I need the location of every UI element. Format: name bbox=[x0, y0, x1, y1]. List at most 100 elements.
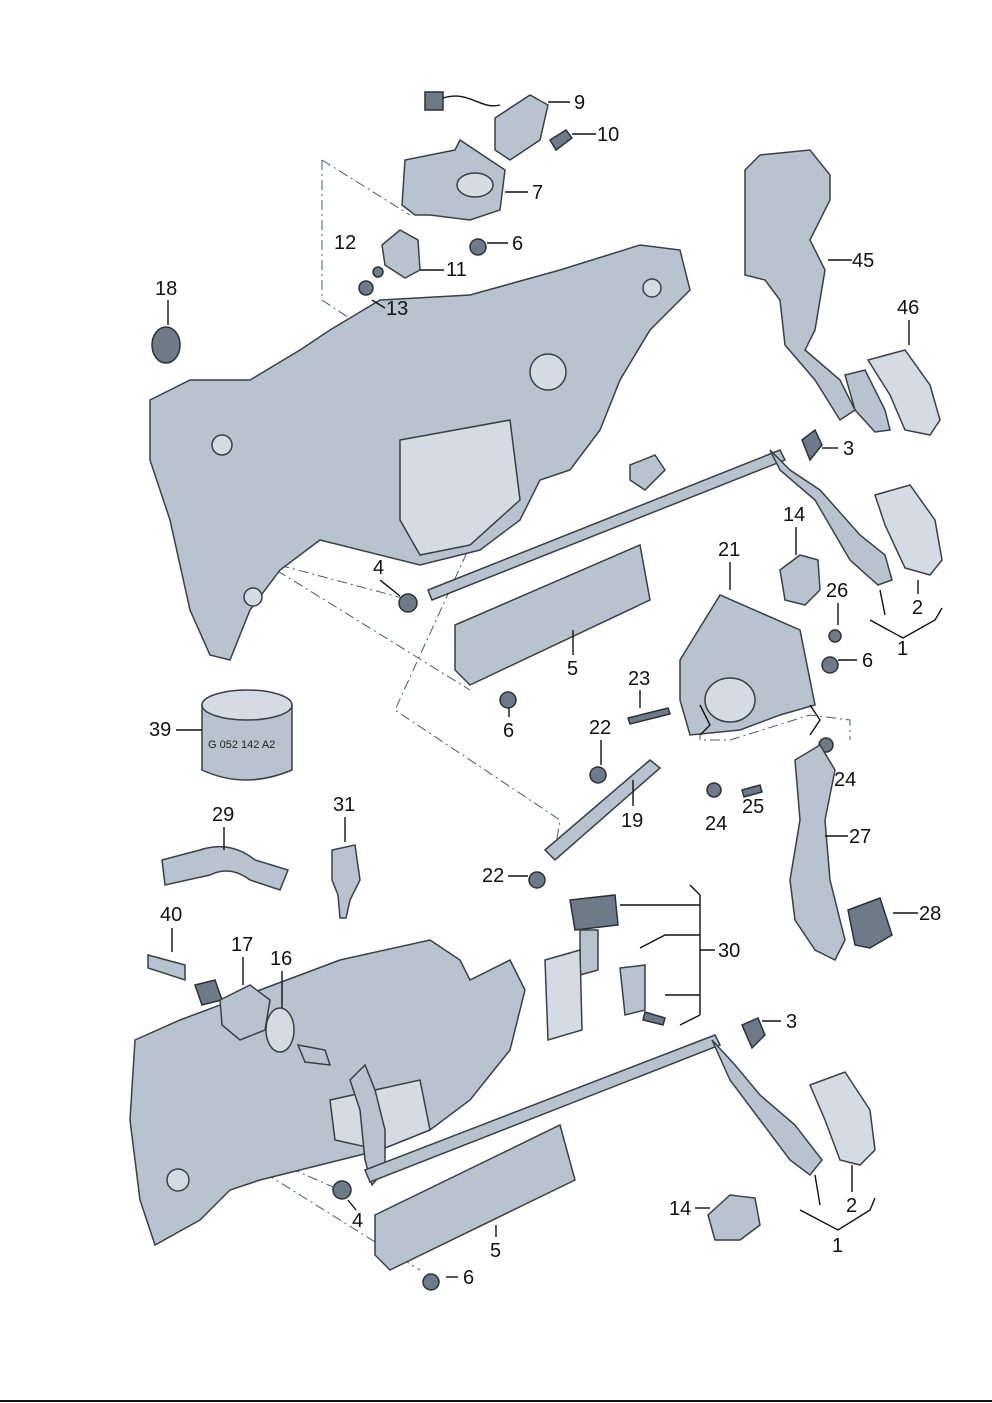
nut-6-lower bbox=[422, 1273, 440, 1291]
callout-26: 26 bbox=[826, 580, 848, 602]
buffer-14-upper bbox=[779, 554, 821, 606]
rod-19 bbox=[543, 759, 662, 862]
callout-19: 19 bbox=[621, 810, 643, 832]
callout-18: 18 bbox=[155, 278, 177, 300]
callout-14: 14 bbox=[783, 504, 805, 526]
pedal-pad-28 bbox=[847, 897, 893, 949]
callout-31: 31 bbox=[333, 794, 355, 816]
cylinder-17 bbox=[219, 984, 271, 1041]
callout-11: 11 bbox=[446, 259, 467, 281]
sensor-40 bbox=[147, 954, 186, 982]
part-11 bbox=[381, 229, 421, 279]
holder-30 bbox=[544, 949, 583, 1041]
callout-labels: 9 10 7 6 12 11 13 18 45 46 3 14 21 26 4 … bbox=[149, 92, 941, 1289]
callout-17: 17 bbox=[231, 934, 253, 956]
clip-29 bbox=[161, 845, 290, 891]
bulkhead-hole bbox=[166, 1168, 190, 1192]
callout-16: 16 bbox=[270, 948, 292, 970]
callout-28: 28 bbox=[919, 903, 941, 925]
callout-29: 29 bbox=[212, 804, 234, 826]
nut-4 bbox=[398, 593, 418, 613]
bulkhead-hole bbox=[211, 434, 233, 456]
callout-45: 45 bbox=[852, 250, 874, 272]
pedal-shaft-lower bbox=[364, 1034, 722, 1183]
callout-6: 6 bbox=[512, 233, 523, 255]
callout-13: 13 bbox=[386, 298, 408, 320]
callout-22: 22 bbox=[482, 865, 504, 887]
bracket-7 bbox=[401, 138, 506, 221]
sleeve-39: G 052 142 A2 bbox=[201, 689, 293, 781]
callout-6: 6 bbox=[463, 1267, 474, 1289]
clamp-30 bbox=[619, 964, 646, 1016]
bulkhead-hole bbox=[642, 278, 662, 298]
pedal-pad-small bbox=[844, 369, 891, 433]
callout-1: 1 bbox=[897, 638, 908, 660]
callout-27: 27 bbox=[849, 826, 871, 848]
seal-16 bbox=[265, 1007, 295, 1053]
block-30 bbox=[569, 894, 619, 931]
callout-2: 2 bbox=[912, 597, 923, 619]
clutch-pedal-arm bbox=[769, 449, 893, 586]
pedal-pad-2-lower bbox=[809, 1071, 876, 1166]
nut-6 bbox=[499, 691, 517, 709]
accelerator-pedal-45 bbox=[744, 149, 856, 422]
buffer-14-lower bbox=[707, 1194, 761, 1241]
callout-2: 2 bbox=[846, 1195, 857, 1217]
callout-21: 21 bbox=[718, 539, 740, 561]
callout-30: 30 bbox=[718, 940, 740, 962]
bulkhead-hole bbox=[529, 353, 567, 391]
callout-3: 3 bbox=[786, 1011, 797, 1033]
sensor-9 bbox=[494, 94, 549, 161]
grommet-18 bbox=[151, 326, 181, 364]
part-39-marking: G 052 142 A2 bbox=[208, 739, 275, 751]
callout-22: 22 bbox=[589, 717, 611, 739]
nut-22 bbox=[528, 871, 546, 889]
callout-24: 24 bbox=[834, 769, 856, 791]
nut-13 bbox=[358, 280, 374, 296]
callout-3: 3 bbox=[843, 438, 854, 460]
pedal-pad-2 bbox=[874, 484, 943, 576]
cover-5-lower bbox=[374, 1123, 576, 1271]
push-rod bbox=[296, 1044, 332, 1066]
callout-4: 4 bbox=[373, 557, 384, 579]
nut-22 bbox=[589, 766, 607, 784]
bolt-23 bbox=[627, 707, 671, 725]
callout-25: 25 bbox=[742, 796, 764, 818]
callout-5: 5 bbox=[490, 1240, 501, 1262]
callout-6: 6 bbox=[862, 650, 873, 672]
clip-3-lower bbox=[741, 1017, 766, 1050]
callout-9: 9 bbox=[574, 92, 585, 114]
callout-46: 46 bbox=[897, 297, 919, 319]
pedal-pad-46 bbox=[866, 349, 941, 436]
clip-3 bbox=[801, 428, 823, 462]
nut-6 bbox=[469, 238, 487, 256]
callout-24: 24 bbox=[705, 813, 727, 835]
leader-lines bbox=[167, 101, 943, 1278]
callout-7: 7 bbox=[532, 182, 543, 204]
callout-4: 4 bbox=[352, 1210, 363, 1232]
bush-24 bbox=[706, 782, 722, 798]
seal-17-ring bbox=[194, 979, 223, 1006]
bulkhead-hole bbox=[243, 587, 263, 607]
callout-12: 12 bbox=[334, 232, 356, 254]
bulkhead-pocket bbox=[399, 419, 521, 556]
bracket-hole bbox=[456, 172, 494, 198]
callout-23: 23 bbox=[628, 668, 650, 690]
callout-14: 14 bbox=[669, 1198, 691, 1220]
callout-5: 5 bbox=[567, 658, 578, 680]
pin-25 bbox=[741, 784, 763, 798]
nut-6 bbox=[821, 656, 839, 674]
wiring-connector bbox=[424, 91, 444, 111]
pedal-arm-brake-lower bbox=[711, 1039, 823, 1177]
nut-26 bbox=[828, 629, 842, 643]
bolt-30 bbox=[642, 1011, 666, 1026]
washer-12 bbox=[372, 266, 384, 278]
callout-10: 10 bbox=[597, 124, 619, 146]
bolt-10 bbox=[548, 128, 574, 152]
bracket-30 bbox=[579, 929, 599, 976]
pedal-27 bbox=[789, 743, 846, 962]
bracket-opening bbox=[704, 677, 756, 723]
callout-40: 40 bbox=[160, 904, 182, 926]
callout-6: 6 bbox=[503, 720, 514, 742]
